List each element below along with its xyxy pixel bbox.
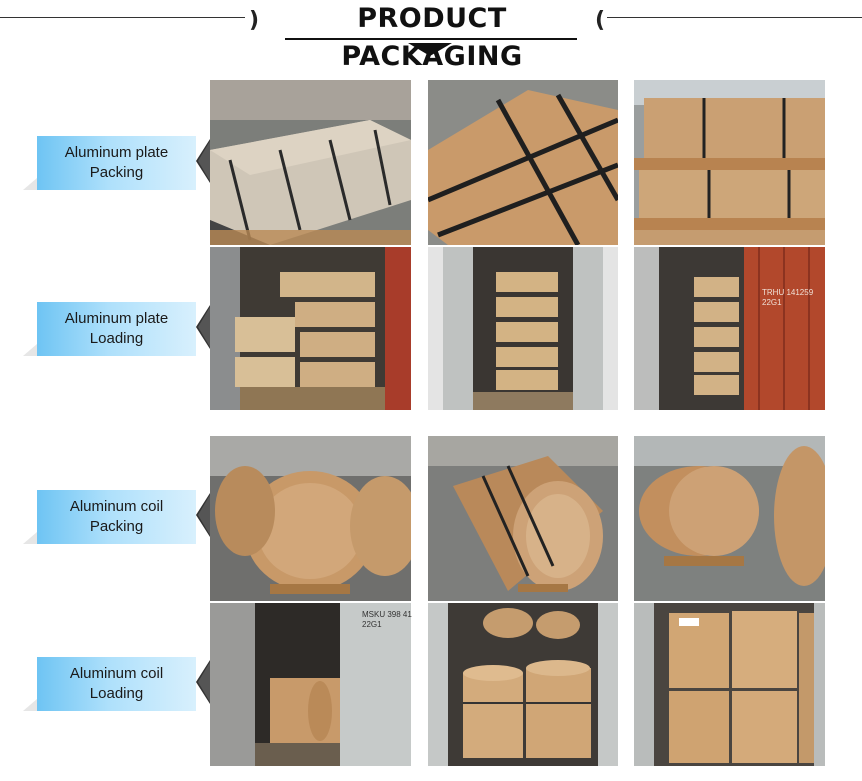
photo-plate-loading-2: [428, 247, 618, 410]
photo-plate-packing-2: [428, 80, 618, 245]
photo-coil-loading-3: [634, 603, 825, 766]
container-mark-coil: MSKU 398 41 22G1: [362, 610, 412, 629]
photo-coil-packing-1: [210, 436, 411, 601]
photo-plate-packing-3: [634, 80, 825, 245]
header-rule-left: [0, 17, 245, 18]
row-label-plate-loading: Aluminum plate Loading: [23, 302, 196, 356]
photo-plate-loading-1: [210, 247, 411, 410]
photo-coil-packing-2: [428, 436, 618, 601]
photo-coil-loading-2: [428, 603, 618, 766]
row-label-plate-packing: Aluminum plate Packing: [23, 136, 196, 190]
container-mark-plate: TRHU 141259 22G1: [762, 288, 814, 307]
row-label-coil-packing: Aluminum coil Packing: [23, 490, 196, 544]
row-label-coil-loading: Aluminum coil Loading: [23, 657, 196, 711]
title-underline: [285, 38, 577, 40]
header-bracket-right: (: [595, 8, 606, 33]
row-pointer: [196, 139, 210, 183]
photo-coil-loading-1: [210, 603, 411, 766]
photo-plate-packing-1: [210, 80, 411, 245]
header-rule-right: [607, 17, 862, 18]
down-arrow-icon: [408, 43, 452, 56]
header-bracket-left: ): [249, 8, 260, 33]
photo-plate-loading-3: [634, 247, 825, 410]
row-pointer: [196, 493, 210, 537]
photo-coil-packing-3: [634, 436, 825, 601]
row-pointer: [196, 305, 210, 349]
row-pointer: [196, 660, 210, 704]
